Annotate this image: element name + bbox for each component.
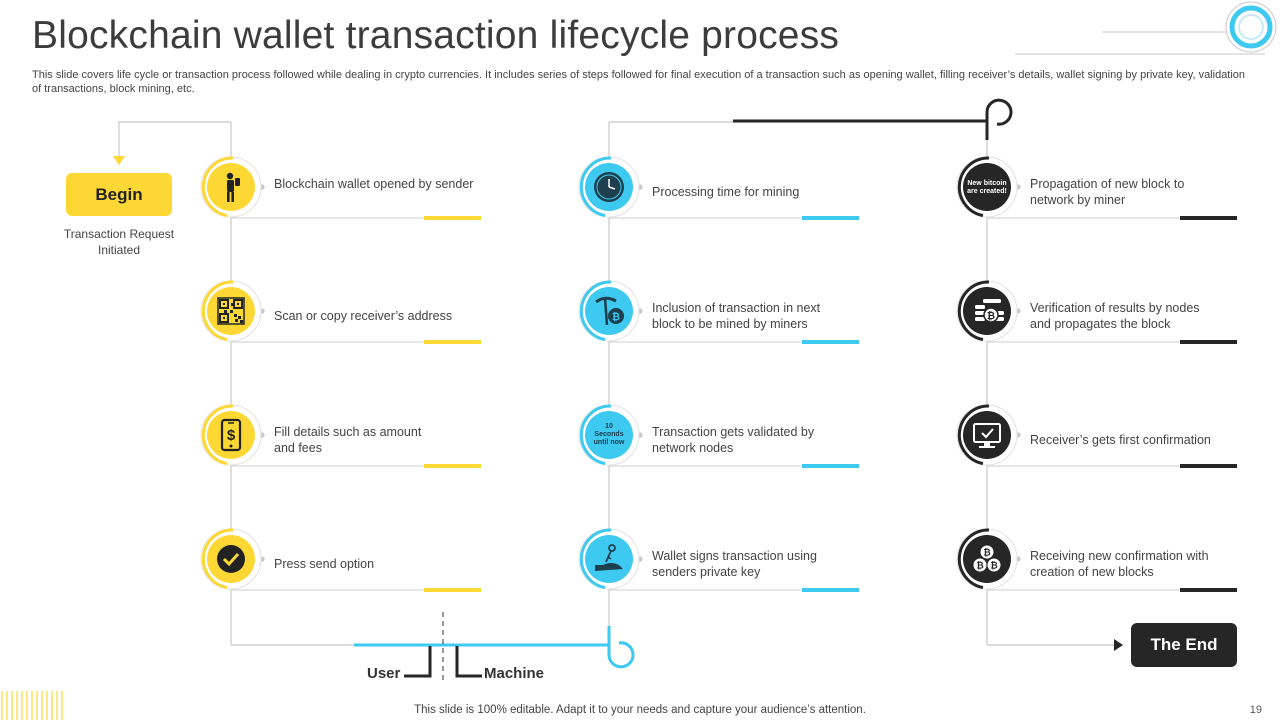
step-accent-bar: [1180, 588, 1237, 592]
new-bitcoin-label-icon: New bitcoin are created!: [967, 180, 1007, 195]
svg-text:₿: ₿: [612, 311, 620, 323]
slide-description: This slide covers life cycle or transact…: [32, 69, 1246, 95]
svg-text:₿: ₿: [983, 548, 990, 558]
step-accent-bar: [424, 464, 481, 468]
step-text-2: Scan or copy receiver’s address: [274, 309, 453, 323]
page-title: Blockchain wallet transaction lifecycle …: [32, 14, 840, 57]
step-text-12: Receiving new confirmation with creation…: [1030, 549, 1209, 579]
step-node-9: [956, 156, 1237, 220]
step-text-10: Verification of results by nodes and pro…: [1030, 301, 1200, 331]
step-node-4: [200, 528, 481, 592]
end-button: The End: [1131, 623, 1237, 667]
user-label: User: [367, 665, 401, 682]
new-bitcoin-label-icon: [963, 163, 1011, 211]
step-accent-bar: [424, 216, 481, 220]
step-accent-bar: [802, 340, 859, 344]
step-node-8: [578, 528, 859, 592]
step-text-4: Press send option: [274, 557, 375, 571]
step-accent-bar: [1180, 216, 1237, 220]
step-accent-bar: [424, 340, 481, 344]
begin-subtitle: Transaction Request Initiated: [63, 227, 175, 257]
step-text-1: Blockchain wallet opened by sender: [274, 177, 474, 191]
step-node-10: ₿: [956, 280, 1237, 344]
bitcoins-icon: [963, 535, 1011, 583]
svg-text:₿: ₿: [987, 310, 995, 322]
step-accent-bar: [802, 464, 859, 468]
step-accent-bar: [1180, 464, 1237, 468]
step-text-5: Processing time for mining: [652, 185, 800, 199]
pickaxe-bitcoin-icon: [585, 287, 633, 335]
step-accent-bar: [424, 588, 481, 592]
step-node-5: [578, 156, 859, 220]
page-number: 19: [1249, 704, 1262, 716]
step-accent-bar: [802, 216, 859, 220]
hand-key-icon: [585, 535, 633, 583]
step-text-8: Wallet signs transaction using senders p…: [652, 549, 817, 579]
begin-button: Begin: [66, 173, 172, 216]
step-node-1: [200, 156, 481, 220]
step-text-11: Receiver’s gets first confirmation: [1030, 433, 1211, 447]
step-text-9: Propagation of new block to network by m…: [1030, 177, 1185, 207]
mobile-dollar-icon: [207, 411, 255, 459]
decorative-target-icon: [1015, 1, 1277, 55]
step-node-7: [578, 404, 859, 468]
timer-label-icon: [585, 411, 633, 459]
step-node-11: [956, 404, 1237, 468]
step-text-3: Fill details such as amount and fees: [274, 425, 422, 455]
step-node-6: ₿: [578, 280, 859, 344]
step-accent-bar: [1180, 340, 1237, 344]
step-node-3: $: [200, 404, 481, 468]
step-node-2: [200, 280, 481, 344]
footer-note: This slide is 100% editable. Adapt it to…: [414, 704, 866, 716]
step-text-7: Transaction gets validated by network no…: [652, 425, 815, 455]
step-text-6: Inclusion of transaction in next block t…: [652, 301, 821, 331]
svg-text:₿: ₿: [990, 561, 997, 571]
machine-label: Machine: [484, 665, 545, 682]
timer-label-icon: 10 Seconds until now: [593, 423, 625, 446]
svg-text:₿: ₿: [976, 561, 983, 571]
step-accent-bar: [802, 588, 859, 592]
step-node-12: ₿₿₿: [956, 528, 1237, 592]
svg-text:$: $: [227, 427, 236, 444]
